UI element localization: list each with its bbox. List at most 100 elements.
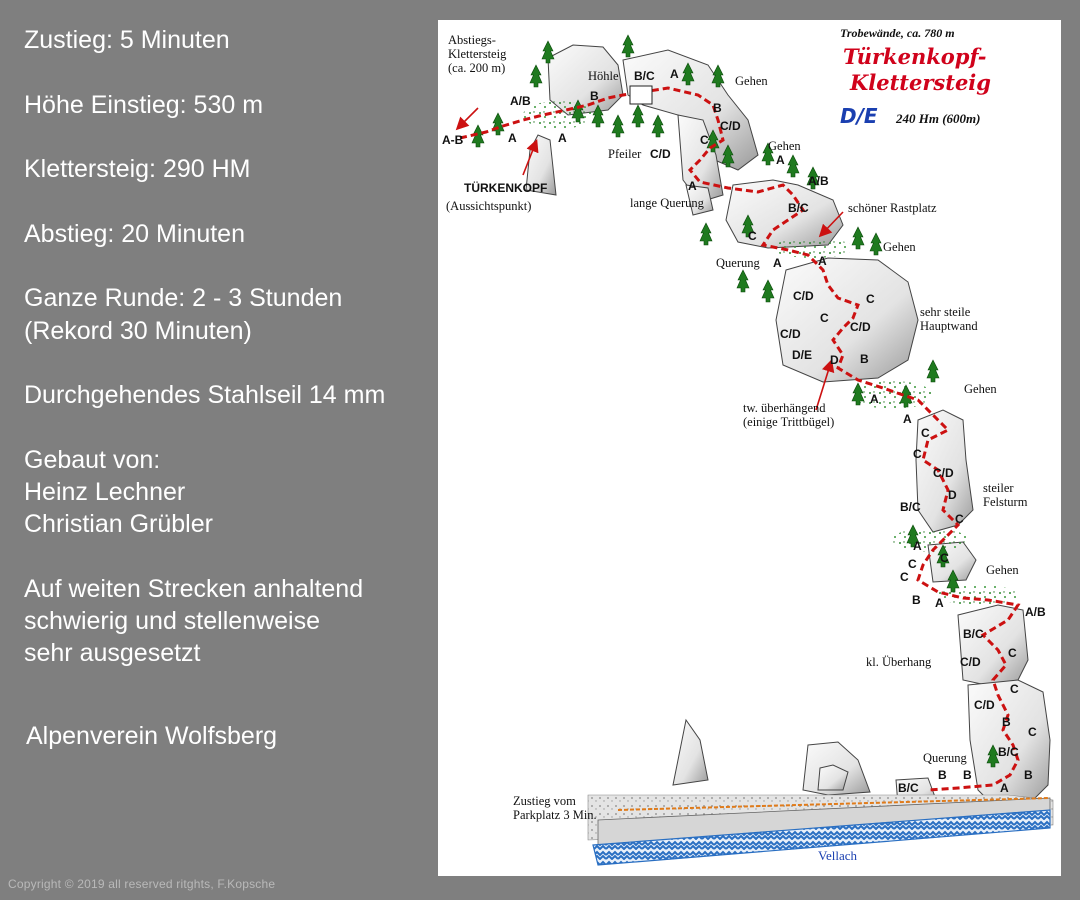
label-rastplatz: schöner Rastplatz <box>848 201 937 215</box>
rock-boulder-1 <box>672 718 709 786</box>
grade-b: B <box>1002 715 1011 729</box>
grade-ab: A/B <box>808 174 829 188</box>
rock-felsturm <box>915 409 974 533</box>
info-desc-1: Auf weiten Strecken anhaltend <box>24 575 364 603</box>
descent-arrow <box>455 107 479 131</box>
grade-a: A <box>558 131 567 145</box>
route-height: 240 Hm (600m) <box>895 111 981 126</box>
label-ueberhang: kl. Überhang <box>866 655 932 669</box>
label-steile-wand-2: Hauptwand <box>920 319 978 333</box>
grade-a: A <box>935 596 944 610</box>
grade-d: D <box>830 353 839 367</box>
grade-d: D <box>948 488 957 502</box>
grade-c: C <box>908 557 917 571</box>
label-summit-sub: (Aussichtspunkt) <box>446 199 531 213</box>
grade-a: A <box>903 412 912 426</box>
grade-bc: B/C <box>963 627 984 641</box>
label-felsturm-2: Felsturm <box>983 495 1028 509</box>
topo-title-line-2: Klettersteig <box>849 70 991 95</box>
info-verein: Alpenverein Wolfsberg <box>26 722 278 750</box>
summit-arrow <box>522 139 539 176</box>
topo-title-line-1: Türkenkopf- <box>843 44 986 69</box>
grade-cd: C/D <box>780 327 801 341</box>
rock-pfeiler <box>677 114 724 203</box>
ueberhaengend-arrow <box>815 358 835 411</box>
info-klettersteig: Klettersteig: 290 HM <box>24 155 251 183</box>
copyright-notice: Copyright © 2019 all reserved ritghts, F… <box>8 877 276 891</box>
grade-c: C <box>700 133 709 147</box>
grade-bc: B/C <box>634 69 655 83</box>
grade-c: C <box>866 292 875 306</box>
grade-a: A <box>508 131 517 145</box>
header-subtitle: Trobewände, ca. 780 m <box>840 26 955 40</box>
grade-bc: B/C <box>788 201 809 215</box>
label-querung-1: Querung <box>716 256 760 270</box>
info-desc-2: schwierig und stellenweise <box>24 607 320 635</box>
grade-b: B <box>963 768 972 782</box>
grade-bc: B/C <box>998 745 1019 759</box>
label-querung-2: Querung <box>923 751 967 765</box>
grade-c: C <box>748 229 757 243</box>
label-gehen-5: Gehen <box>986 563 1019 577</box>
grade-a: A <box>1000 781 1009 795</box>
rock-rastplatz <box>725 179 844 249</box>
label-felsturm-1: steiler <box>983 481 1014 495</box>
grade-c: C <box>955 512 964 526</box>
grade-bc: B/C <box>900 500 921 514</box>
grade-cd: C/D <box>720 119 741 133</box>
rastplatz-arrow <box>818 211 844 238</box>
info-runde: Ganze Runde: 2 - 3 Stunden <box>24 284 343 312</box>
label-zustieg-2: Parkplatz 3 Min. <box>513 808 597 822</box>
grade-cd: C/D <box>650 147 671 161</box>
rock-hauptwand <box>775 257 919 383</box>
info-hoehe: Höhe Einstieg: 530 m <box>24 91 264 119</box>
rock-lange-querung <box>685 184 714 216</box>
grade-cd: C/D <box>850 320 871 334</box>
grade-a: A <box>913 539 922 553</box>
grade-de: D/E <box>792 348 812 362</box>
label-descent-1: Abstiegs- <box>448 33 496 47</box>
label-gehen-3: Gehen <box>883 240 916 254</box>
grade-b: B <box>860 352 869 366</box>
grade-cd: C/D <box>974 698 995 712</box>
approach-path <box>617 797 1051 811</box>
grade-c: C <box>921 426 930 440</box>
grade-c: C <box>1008 646 1017 660</box>
label-pfeiler: Pfeiler <box>608 147 642 161</box>
label-summit: TÜRKENKOPF <box>464 180 547 195</box>
grade-cd: C/D <box>933 466 954 480</box>
grade-a-b-descent: A-B <box>442 133 464 147</box>
grade-b: B <box>1024 768 1033 782</box>
grade-c: C <box>900 570 909 584</box>
info-rekord: (Rekord 30 Minuten) <box>24 317 252 345</box>
label-zustieg-1: Zustieg vom <box>513 794 576 808</box>
grade-a: A <box>688 179 697 193</box>
rock-lower <box>967 679 1051 806</box>
grade-c: C <box>940 551 949 565</box>
grade-a: A <box>773 256 782 270</box>
grade-b: B <box>912 593 921 607</box>
info-desc-3: sehr ausgesetzt <box>24 639 201 667</box>
info-stahlseil: Durchgehendes Stahlseil 14 mm <box>24 381 386 409</box>
label-descent-3: (ca. 200 m) <box>448 61 505 75</box>
label-ueberhaengend-1: tw. überhängend <box>743 401 826 415</box>
info-zustieg: Zustieg: 5 Minuten <box>24 26 230 54</box>
grade-c: C <box>1010 682 1019 696</box>
label-descent-2: Klettersteig <box>448 47 507 61</box>
label-steile-wand-1: sehr steile <box>920 305 971 319</box>
label-gehen-1: Gehen <box>735 74 768 88</box>
cave-box <box>629 85 653 105</box>
grade-a: A <box>776 153 785 167</box>
topo-svg: Trobewände, ca. 780 m Türkenkopf- Klette… <box>442 26 1054 866</box>
grade-cd: C/D <box>960 655 981 669</box>
grade-ab: A/B <box>510 94 531 108</box>
grade-ab: A/B <box>1025 605 1046 619</box>
label-river: Vellach <box>818 848 857 863</box>
grade-c: C <box>913 447 922 461</box>
info-gebaut: Gebaut von: <box>24 446 161 474</box>
vegetation-patches <box>523 101 1018 605</box>
grade-a: A <box>670 67 679 81</box>
label-gehen-2: Gehen <box>768 139 801 153</box>
grade-bc: B/C <box>898 781 919 795</box>
label-gehen-4: Gehen <box>964 382 997 396</box>
